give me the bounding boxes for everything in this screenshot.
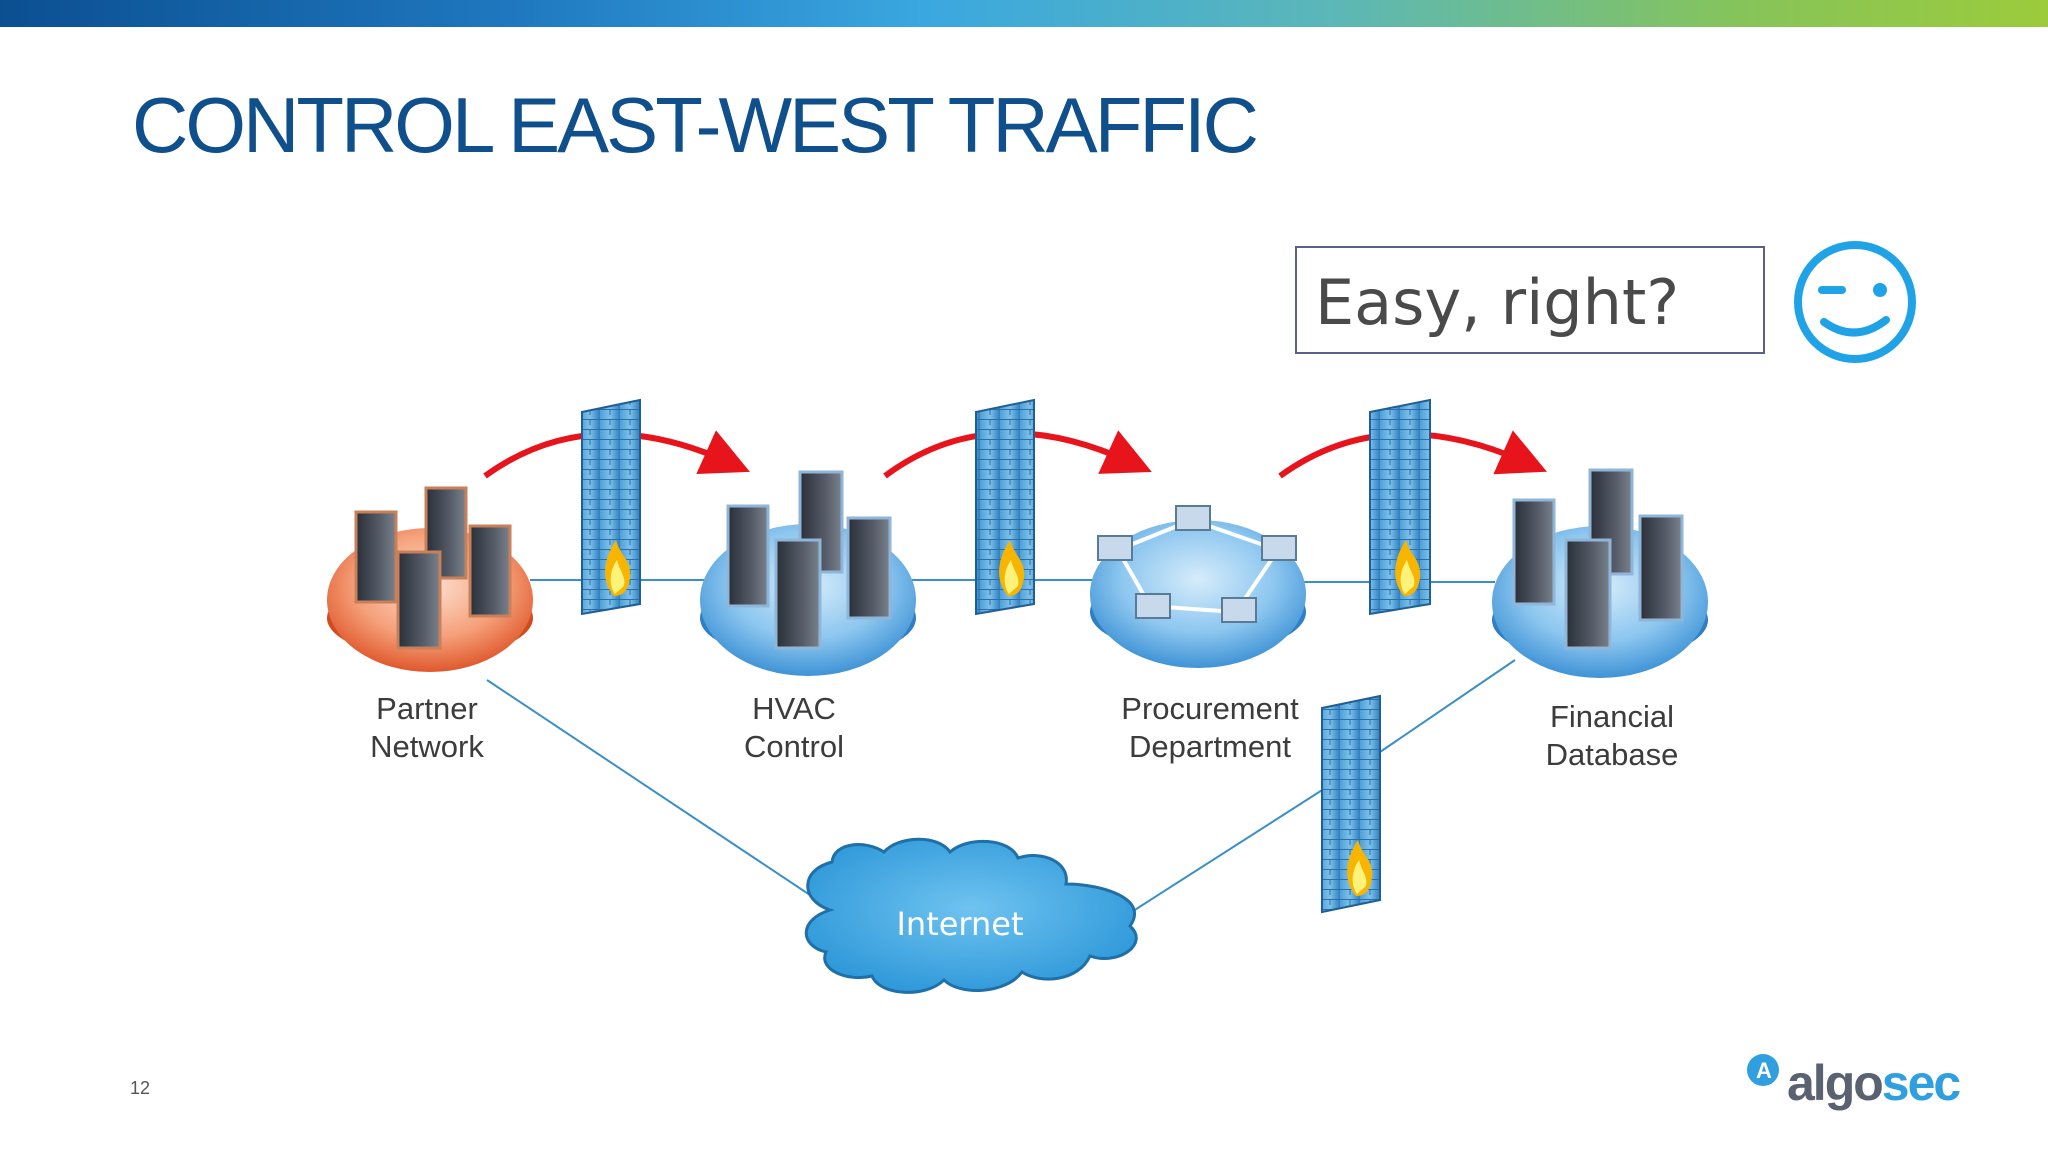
label-internet: Internet [896,905,1024,943]
wink-smiley-icon [1794,241,1916,363]
firewall-icon-3 [1369,398,1431,616]
label-financial-database: Financial Database [1545,699,1679,772]
link-partner-internet [486,679,841,916]
laptop-ring-procurement [1097,505,1297,623]
callout-text: Easy, right? [1315,266,1680,339]
link-internet-fw4 [1129,784,1331,914]
algosec-logo-text: algosec [1787,1054,1961,1112]
server-icons-hvac [726,470,892,650]
link-fw4-financial [1379,659,1516,753]
label-partner-network: Partner Network [370,691,484,764]
callout-box: Easy, right? [1295,246,1765,354]
logo-suffix: sec [1881,1055,1961,1111]
logo-prefix: algo [1787,1055,1884,1111]
page-number: 12 [130,1078,151,1098]
label-procurement-department: Procurement Department [1121,691,1299,764]
algosec-logo-icon: A [1747,1054,1779,1086]
server-icons-partner [354,486,512,650]
firewall-icon-2 [975,398,1035,616]
server-icons-financial [1512,468,1684,650]
firewall-icon-1 [581,398,641,616]
svg-text:A: A [1756,1058,1772,1083]
network-links [486,579,1516,916]
algosec-logo: A algosec [1745,1050,1961,1111]
slide-title: CONTROL EAST-WEST TRAFFIC [132,81,1259,169]
firewall-icon-4 [1321,694,1381,914]
label-hvac-control: HVAC Control [744,691,844,764]
internet-cloud-icon [804,837,1138,994]
top-gradient-bar [0,0,2048,27]
